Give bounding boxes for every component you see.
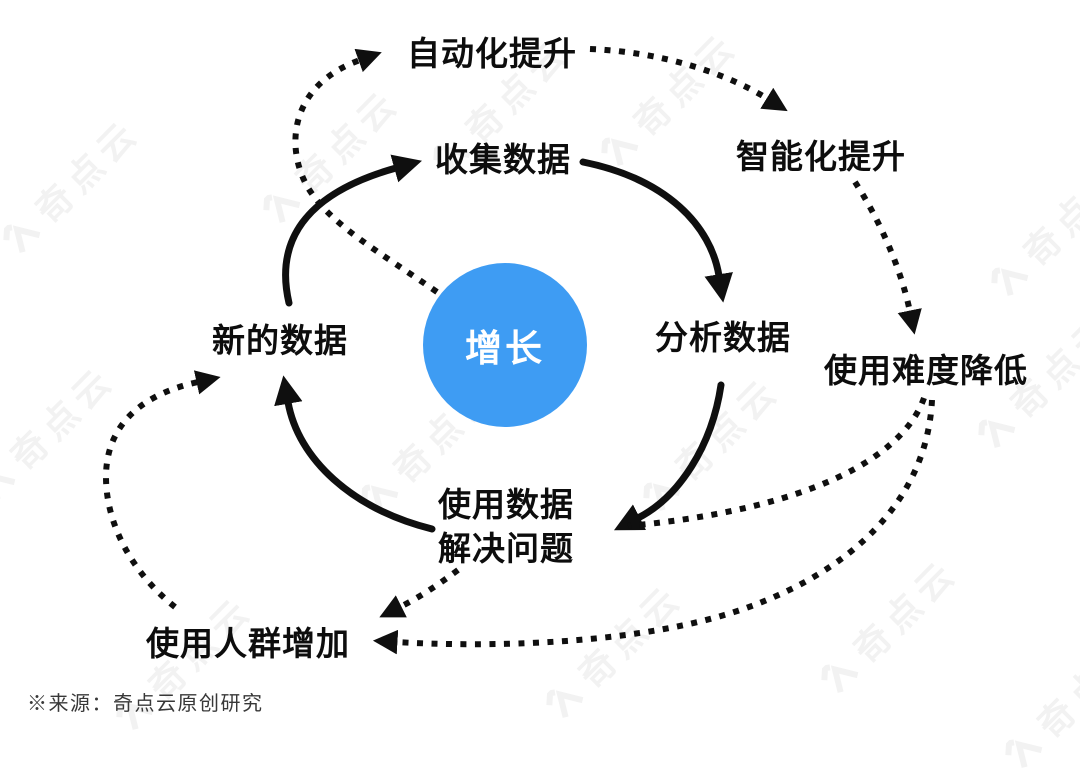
arrow-collect-to-analyze (579, 158, 733, 303)
node-use-data-solve-line2: 解决问题 (438, 530, 574, 567)
arrow-automation-to-intelligence (589, 46, 788, 112)
arrow-analyze-to-solve (613, 381, 725, 531)
node-use-data-solve-line1: 使用数据 (438, 486, 574, 523)
growth-center-label: 增长 (465, 328, 545, 369)
node-new-data: 新的数据 (212, 322, 348, 359)
node-collect-data: 收集数据 (435, 141, 571, 178)
arrow-difficulty-to-solve (627, 396, 927, 529)
arrow-users-to-newdata (102, 370, 221, 610)
growth-center-circle: 增长 (423, 263, 587, 427)
node-users-increase: 使用人群增加 (146, 625, 350, 662)
source-note: ※来源：奇点云原创研究 (27, 693, 264, 715)
node-difficulty-reduced: 使用难度降低 (824, 352, 1028, 389)
node-intelligence: 智能化提升 (736, 138, 906, 175)
arrow-canvas (102, 46, 935, 655)
arrow-intelligence-to-difficulty (852, 180, 922, 335)
arrow-solve-to-users (379, 567, 460, 618)
arrow-newdata-to-collect (282, 154, 422, 307)
node-automation: 自动化提升 (407, 35, 577, 72)
flywheel-diagram: 奇点云奇点云奇点云奇点云奇点云奇点云奇点云奇点云奇点云奇点云奇点云奇点云奇点云 … (0, 24, 1080, 768)
arrow-solve-to-newdata (274, 375, 436, 533)
node-use-data-solve: 使用数据 解决问题 (438, 483, 574, 571)
node-analyze-data: 分析数据 (655, 319, 791, 356)
arrow-growth-to-automation (292, 48, 439, 295)
